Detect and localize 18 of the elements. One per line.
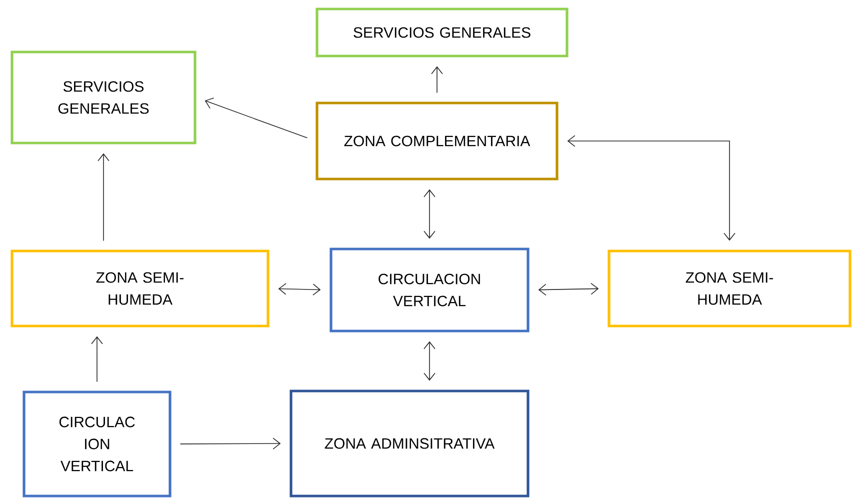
arrow	[91, 336, 103, 382]
zone-box: ZONA ADMINSITRATIVA	[290, 390, 530, 498]
arrow	[431, 66, 443, 94]
zone-box: ZONA SEMI- HUMEDA	[608, 250, 852, 328]
zone-box: SERVICIOS GENERALES	[10, 50, 196, 144]
arrow	[567, 135, 736, 241]
zone-box: ZONA COMPLEMENTARIA	[316, 102, 558, 180]
arrow	[98, 153, 110, 242]
arrow	[278, 283, 321, 296]
zone-box: CIRCULACION VERTICAL	[330, 248, 530, 332]
arrow	[538, 282, 599, 296]
arrow	[424, 189, 436, 239]
zone-box: SERVICIOS GENERALES	[316, 8, 568, 58]
zone-box: ZONA SEMI- HUMEDA	[10, 250, 270, 328]
zone-box: CIRCULAC ION VERTICAL	[22, 390, 172, 498]
arrow	[424, 341, 436, 381]
arrow	[204, 98, 308, 138]
arrow	[180, 438, 281, 450]
